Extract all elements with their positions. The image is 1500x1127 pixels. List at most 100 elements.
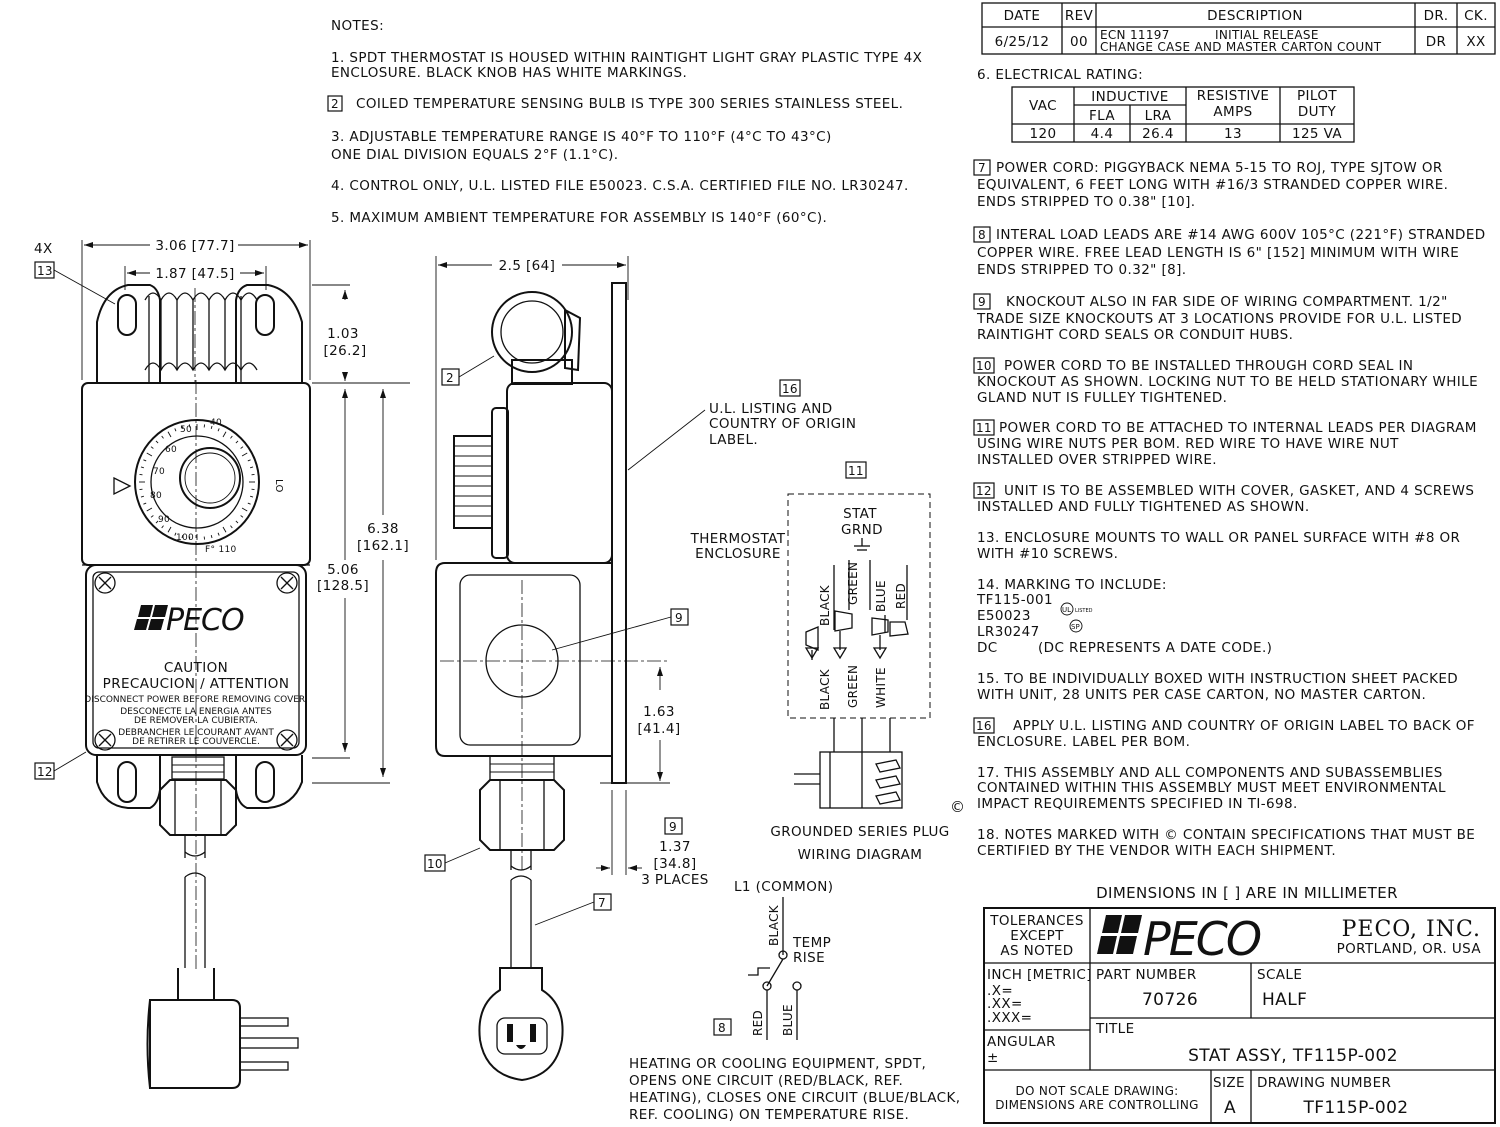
rating-lra-header: LRA bbox=[1145, 108, 1172, 124]
front-dim-top: 1.03 bbox=[327, 326, 359, 342]
dial-tick bbox=[140, 466, 144, 469]
svg-text:60: 60 bbox=[165, 445, 177, 455]
note-7c: ENDS STRIPPED TO 0.38" [10]. bbox=[977, 194, 1196, 210]
front-tag-12: 12 bbox=[37, 765, 53, 779]
stat-label: STAT bbox=[843, 506, 877, 522]
note-8b: COPPER WIRE. FREE LEAD LENGTH IS 6" [152… bbox=[977, 245, 1459, 261]
svg-text:F° 110: F° 110 bbox=[205, 545, 237, 555]
note-17c: IMPACT REQUIREMENTS SPECIFIED IN TI-698. bbox=[977, 796, 1298, 812]
front-dim-height: 6.38 bbox=[367, 521, 399, 537]
rev-header-rev: REV bbox=[1065, 8, 1094, 24]
rating-vac-value: 120 bbox=[1030, 126, 1057, 142]
note-17b: CONTAINED WITHIN THIS ASSEMBLY MUST MEET… bbox=[977, 780, 1446, 796]
do-not-scale-1: DO NOT SCALE DRAWING: bbox=[1015, 1084, 1178, 1098]
note-3a: 3. ADJUSTABLE TEMPERATURE RANGE IS 40°F … bbox=[331, 129, 832, 145]
dial-tick bbox=[217, 532, 220, 536]
dial-tick bbox=[230, 435, 233, 439]
front-dim-width: 3.06 [77.7] bbox=[155, 238, 234, 254]
dial-tick bbox=[217, 428, 220, 432]
temp-rise-label-2: RISE bbox=[793, 950, 825, 966]
dial-lo-label: LO bbox=[273, 479, 284, 493]
note-16a: APPLY U.L. LISTING AND COUNTRY OF ORIGIN… bbox=[1013, 718, 1475, 734]
wiring-tag-11: 11 bbox=[848, 464, 864, 478]
csa-mark-label: SP bbox=[1071, 623, 1080, 631]
rev-header-ck: CK. bbox=[1464, 8, 1488, 24]
note-5: 5. MAXIMUM AMBIENT TEMPERATURE FOR ASSEM… bbox=[331, 210, 827, 226]
company-name: PECO, INC. bbox=[1342, 917, 1481, 942]
ul-label-line-2: COUNTRY OF ORIGIN bbox=[709, 416, 856, 432]
note-7a: POWER CORD: PIGGYBACK NEMA 5-15 TO ROJ, … bbox=[996, 160, 1443, 176]
wire-label-green-lower: GREEN bbox=[846, 665, 860, 708]
rating-resistive-header: RESISTIVE bbox=[1197, 88, 1270, 104]
dial-tick bbox=[250, 466, 254, 469]
note-18a: 18. NOTES MARKED WITH © CONTAIN SPECIFIC… bbox=[977, 827, 1475, 843]
side-dim-flange-mm: [34.8] bbox=[654, 856, 697, 872]
rev-ecn: ECN 11197 bbox=[1100, 28, 1170, 42]
dial-tick bbox=[235, 440, 239, 444]
note-12a: UNIT IS TO BE ASSEMBLED WITH COVER, GASK… bbox=[1004, 483, 1474, 499]
wiring-diagram: 11 STAT GRND THERMOSTAT ENCLOSURE BLACK … bbox=[690, 461, 949, 863]
note-4: 4. CONTROL ONLY, U.L. LISTED FILE E50023… bbox=[331, 178, 909, 194]
rev-desc-2: CHANGE CASE AND MASTER CARTON COUNT bbox=[1100, 40, 1382, 54]
side-tag-2: 2 bbox=[446, 371, 454, 385]
wiring-title-1: GROUNDED SERIES PLUG bbox=[770, 824, 949, 840]
rating-fla-header: FLA bbox=[1089, 108, 1115, 124]
notes-heading: NOTES: bbox=[331, 18, 384, 34]
dial-tick bbox=[230, 525, 233, 529]
dial-tick bbox=[247, 502, 251, 505]
ul-mark-text: UL bbox=[1062, 606, 1071, 614]
rev-dr: DR bbox=[1426, 34, 1447, 50]
wiring-title-2: WIRING DIAGRAM bbox=[798, 847, 923, 863]
dial-tick bbox=[155, 440, 159, 444]
sensing-coil bbox=[144, 288, 258, 382]
peco-logo: PECO bbox=[134, 603, 245, 638]
dial-tick bbox=[143, 502, 147, 505]
svg-text:80: 80 bbox=[150, 491, 162, 501]
wire-label-green-upper: GREEN bbox=[846, 562, 860, 605]
note-11a: POWER CORD TO BE ATTACHED TO INTERNAL LE… bbox=[999, 420, 1477, 436]
note-9-tag: 9 bbox=[978, 295, 986, 309]
dial-tick bbox=[146, 452, 153, 457]
front-view: 4X 13 12 3.06 [77.7] 1.87 [47.5] bbox=[34, 238, 410, 1089]
temp-rise-label-1: TEMP bbox=[792, 935, 831, 951]
notes-left: NOTES: 1. SPDT THERMOSTAT IS HOUSED WITH… bbox=[327, 18, 922, 226]
caution-line-1: DISCONNECT POWER BEFORE REMOVING COVER. bbox=[84, 695, 307, 705]
front-brand: PECO bbox=[166, 603, 244, 638]
note-17-cert-mark: © bbox=[950, 798, 965, 816]
note-7-tag: 7 bbox=[978, 161, 986, 175]
tol-x: .X= bbox=[987, 983, 1013, 999]
angular-pm: ± bbox=[987, 1050, 999, 1066]
note-14-mark-1: TF115-001 bbox=[976, 592, 1053, 608]
side-dim-knockout: 1.63 bbox=[643, 704, 675, 720]
dial-tick bbox=[161, 525, 164, 529]
switch-desc-4: REF. COOLING) ON TEMPERATURE RISE. bbox=[629, 1107, 909, 1123]
note-11-tag: 11 bbox=[976, 421, 992, 435]
rating-fla-value: 4.4 bbox=[1091, 126, 1114, 142]
switch-blue-label: BLUE bbox=[781, 1004, 795, 1036]
do-not-scale-2: DIMENSIONS ARE CONTROLLING bbox=[995, 1098, 1199, 1112]
note-14-mark-2: E50023 bbox=[977, 608, 1031, 624]
front-dim-hole-pitch-mm: [128.5] bbox=[317, 578, 369, 594]
dial-tick bbox=[174, 532, 177, 536]
ground-symbol-icon bbox=[854, 538, 870, 551]
wiring-compartment bbox=[435, 562, 613, 757]
rev-ck: XX bbox=[1466, 34, 1485, 50]
note-13b: WITH #10 SCREWS. bbox=[977, 546, 1118, 562]
svg-text:90: 90 bbox=[158, 515, 170, 525]
note-2-tag: 2 bbox=[331, 97, 339, 111]
dimensions-note: DIMENSIONS IN [ ] ARE IN MILLIMETER bbox=[1096, 884, 1398, 902]
switch-tag-8: 8 bbox=[718, 1021, 726, 1035]
front-dim-top-mm: [26.2] bbox=[324, 343, 367, 359]
dial-tick bbox=[161, 435, 164, 439]
revision-table: DATE REV DESCRIPTION DR. CK. 6/25/12 00 … bbox=[981, 2, 1496, 55]
side-tag-9-flange: 9 bbox=[669, 820, 677, 834]
front-qty-4x: 4X bbox=[34, 241, 53, 257]
note-6: 6. ELECTRICAL RATING: bbox=[977, 67, 1143, 83]
knob bbox=[453, 435, 493, 529]
electrical-rating-table: VAC INDUCTIVE FLA LRA RESISTIVE AMPS PIL… bbox=[1011, 86, 1355, 143]
note-1a: 1. SPDT THERMOSTAT IS HOUSED WITHIN RAIN… bbox=[331, 50, 922, 66]
front-tag-13: 13 bbox=[37, 264, 53, 278]
note-15a: 15. TO BE INDIVIDUALLY BOXED WITH INSTRU… bbox=[977, 671, 1458, 687]
side-tag-7: 7 bbox=[598, 896, 606, 910]
dial-tick bbox=[174, 428, 177, 432]
